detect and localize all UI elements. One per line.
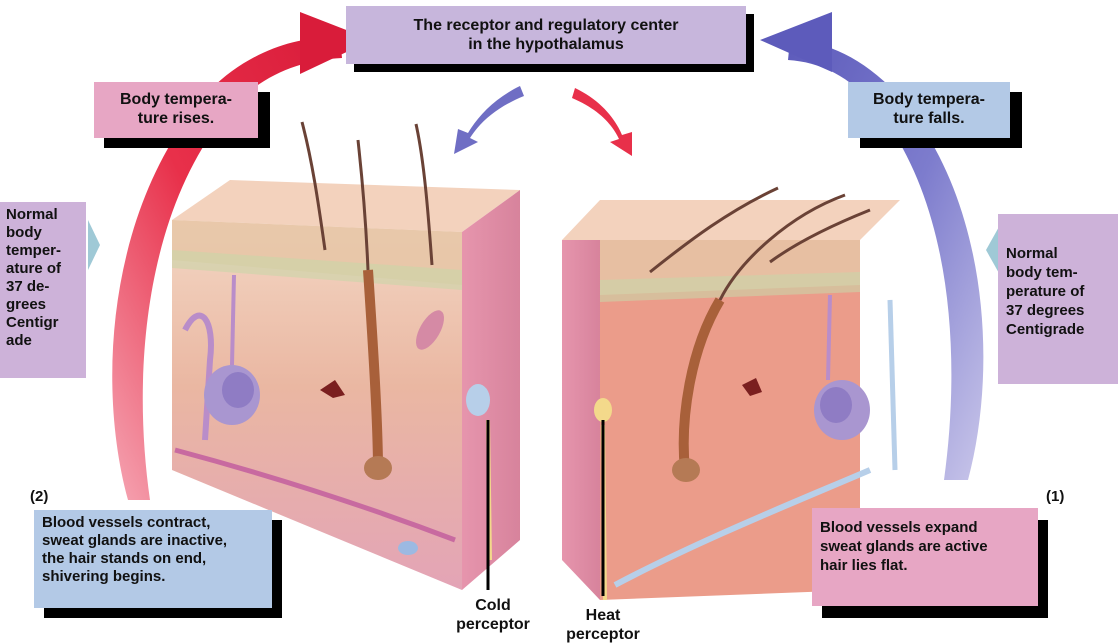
- temperature-falls-box: Body tempera- ture falls.: [848, 82, 1010, 138]
- heat-response-box: Blood vessels expand sweat glands are ac…: [812, 508, 1038, 606]
- cold-perceptor-label: Cold perceptor: [448, 596, 538, 634]
- step-marker-2: (2): [30, 488, 48, 505]
- heat-perceptor-label: Heat perceptor: [556, 606, 650, 644]
- cold-response-box: Blood vessels contract, sweat glands are…: [34, 510, 272, 608]
- red-arrow-small: [572, 88, 632, 156]
- hypothalamus-box: The receptor and regulatory center in th…: [346, 6, 746, 64]
- normal-temp-left-box: Normal body temper- ature of 37 de- gree…: [0, 202, 86, 378]
- normal-temp-right-box: Normal body tem- perature of 37 degrees …: [998, 214, 1118, 384]
- blue-arrow-small: [454, 86, 524, 154]
- left-indicator: [88, 220, 100, 270]
- step-marker-1: (1): [1046, 488, 1064, 505]
- temperature-rises-box: Body tempera- ture rises.: [94, 82, 258, 138]
